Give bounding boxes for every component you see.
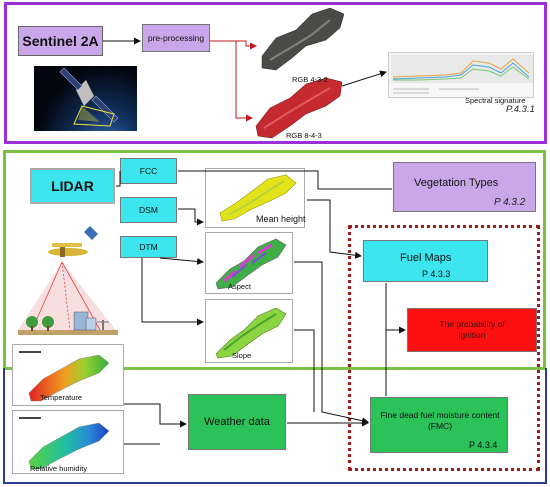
satellite-image — [34, 66, 137, 131]
sentinel-2a-box: Sentinel 2A — [18, 26, 103, 56]
ref-4-3-2: P 4.3.2 — [494, 197, 526, 208]
rgb-432-label: RGB 4-3-2 — [292, 75, 328, 84]
ref-4-3-4: P 4.3.4 — [469, 440, 498, 450]
ref-4-3-3: P 4.3.3 — [422, 269, 451, 279]
slope-map-panel — [205, 299, 293, 363]
slope-label: Slope — [232, 351, 252, 360]
mean-height-label: Mean height — [256, 214, 306, 224]
ref-4-3-1: P.4.3.1 — [506, 104, 535, 115]
probability-ignition-box: The probability of ignition — [407, 308, 537, 352]
sentinel-2a-label: Sentinel 2A — [22, 33, 99, 49]
rgb-843-label: RGB 8-4-3 — [286, 131, 322, 140]
spectral-signature-chart — [388, 52, 534, 98]
temperature-label: Temperature — [40, 393, 83, 402]
sentinel-section-frame — [4, 2, 547, 144]
dsm-label: DSM — [139, 205, 158, 215]
fcc-box: FCC — [120, 158, 177, 184]
vegetation-types-box: Vegetation Types P 4.3.2 — [393, 162, 536, 212]
vegetation-types-label: Vegetation Types — [414, 177, 499, 189]
weather-data-box: Weather data — [188, 394, 286, 450]
fuel-maps-label: Fuel Maps — [400, 252, 452, 264]
fmc-box: Fine dead fuel moisture content (FMC) P … — [370, 397, 508, 453]
temperature-map-panel — [12, 344, 124, 406]
fuel-maps-box: Fuel Maps P 4.3.3 — [363, 240, 488, 282]
preprocessing-label: pre-processing — [147, 33, 205, 43]
fcc-label: FCC — [139, 166, 158, 176]
weather-data-label: Weather data — [204, 416, 270, 428]
humidity-label: Relative humidity — [30, 464, 88, 473]
fmc-label: Fine dead fuel moisture content (FMC) — [380, 410, 500, 431]
humidity-map-panel — [12, 410, 124, 474]
aspect-label: Aspect — [228, 282, 251, 291]
dsm-box: DSM — [120, 197, 177, 223]
lidar-box: LIDAR — [30, 168, 115, 204]
probability-ignition-label: The probability of ignition — [439, 319, 505, 340]
satellite-graphic — [59, 67, 119, 127]
preprocessing-box: pre-processing — [142, 24, 210, 52]
dtm-box: DTM — [120, 236, 177, 258]
lidar-section-frame — [3, 150, 546, 370]
weather-section-frame — [3, 368, 547, 484]
dtm-label: DTM — [139, 242, 158, 252]
spectral-signature-label: Spectral signature — [465, 96, 526, 105]
aspect-map-panel — [205, 232, 293, 294]
lidar-label: LIDAR — [51, 178, 94, 194]
